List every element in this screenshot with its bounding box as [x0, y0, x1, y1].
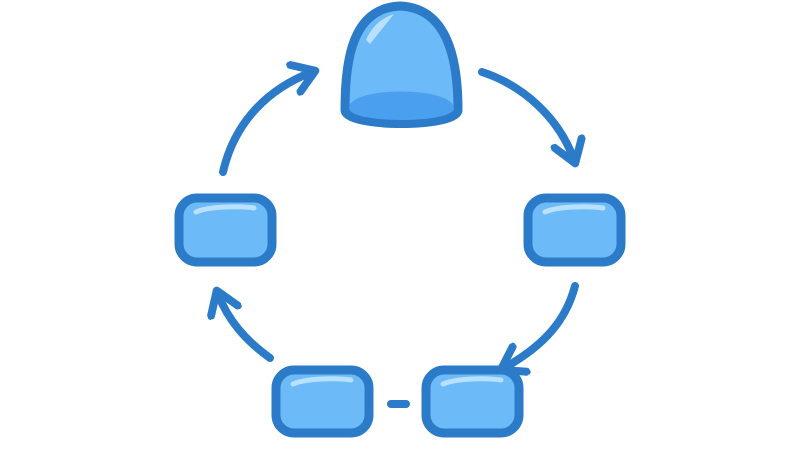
- pill-node-bottom-left: [271, 365, 374, 438]
- arrow-top-right: [478, 68, 574, 160]
- arrow-bottom-left: [218, 294, 274, 362]
- arrow-top-left: [219, 72, 312, 176]
- pill-node-bottom-right: [421, 365, 524, 438]
- dome-node: [340, 1, 463, 128]
- arrow-bottom-right: [504, 282, 579, 368]
- pill-node-left: [174, 193, 277, 267]
- pill-node-right: [523, 193, 626, 267]
